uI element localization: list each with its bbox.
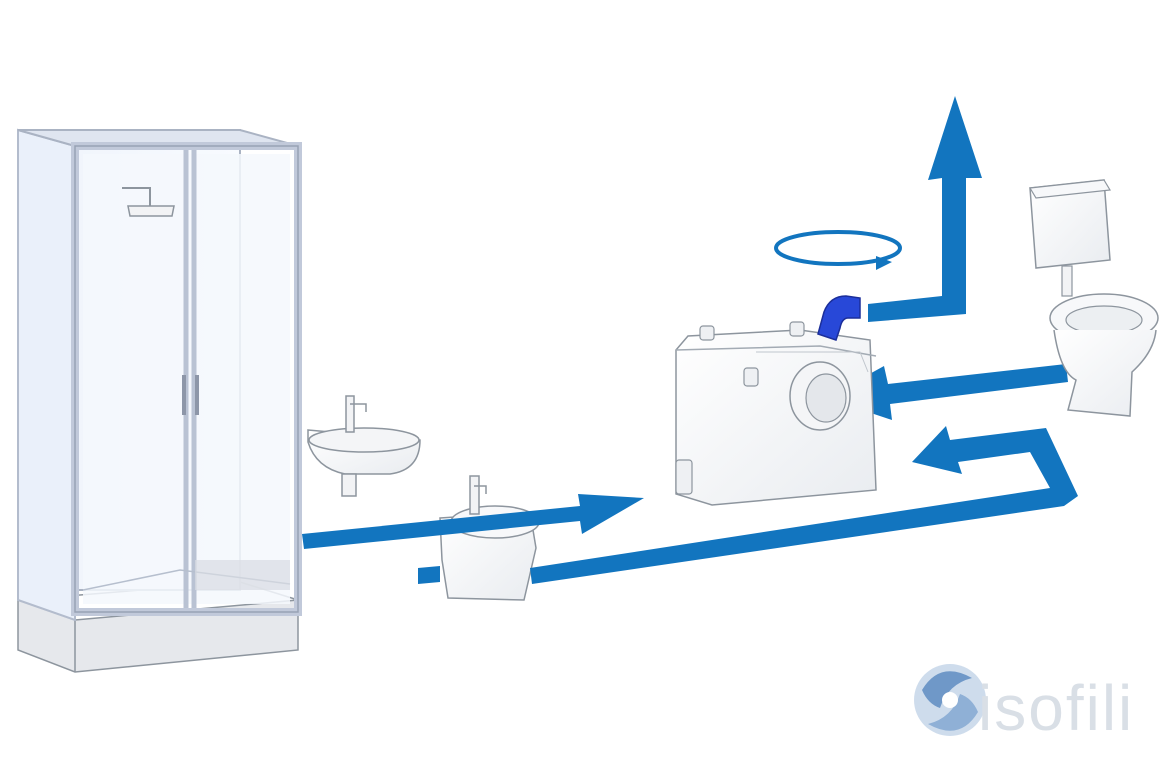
macerator-pump xyxy=(675,295,877,506)
flow-arrow-bidet-loop xyxy=(418,426,1078,584)
flow-arrow-discharge xyxy=(868,96,982,322)
logo-wordmark: isofili xyxy=(978,672,1135,744)
flow-arrows xyxy=(302,96,1078,584)
flow-arrow-toilet xyxy=(826,364,1068,420)
toilet xyxy=(1029,179,1159,417)
bidet xyxy=(439,475,540,601)
isofili-logo xyxy=(914,664,986,736)
discharge-elbow xyxy=(817,295,861,341)
rotation-icon xyxy=(774,230,902,266)
flow-arrow-shower xyxy=(302,494,644,549)
washbasin xyxy=(307,395,421,497)
shower-cabin xyxy=(17,128,302,673)
logo-mark-icon xyxy=(914,664,986,736)
